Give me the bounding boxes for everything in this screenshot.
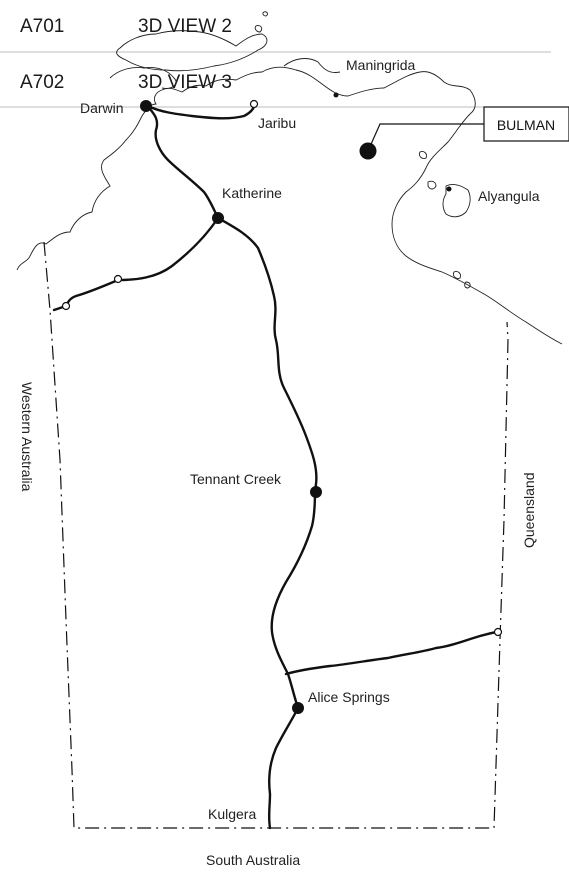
cobourg-peninsula: [109, 67, 177, 89]
maningrida-label: Maningrida: [346, 57, 415, 73]
bulman-leader-line: [367, 123, 484, 152]
road-plenty-highway: [284, 630, 500, 676]
victoria-junction-marker[interactable]: [113, 274, 123, 284]
alyangula-marker[interactable]: [446, 186, 452, 192]
arnhem-coast: [283, 58, 341, 73]
tennant-creek-label: Tennant Creek: [190, 471, 282, 487]
katherine-marker[interactable]: [212, 212, 224, 224]
coastline: [16, 66, 563, 345]
queensland-label: Queensland: [521, 472, 537, 548]
island: [453, 271, 461, 279]
south-australia-label: South Australia: [206, 852, 300, 868]
alice-springs-marker[interactable]: [292, 702, 304, 714]
bulman-callout-box[interactable]: [483, 106, 569, 142]
alyangula-label: Alyangula: [478, 188, 540, 204]
jaribu-marker[interactable]: [249, 99, 259, 109]
island: [464, 281, 471, 289]
western-australia-label: Western Australia: [19, 382, 35, 492]
tiwi-islands: [116, 30, 268, 72]
tennant-creek-marker[interactable]: [310, 486, 322, 498]
road-victoria-highway: [52, 216, 220, 312]
sheet-view-a701[interactable]: 3D VIEW 2: [138, 16, 232, 37]
alice-springs-label: Alice Springs: [308, 689, 390, 705]
maningrida-marker[interactable]: [333, 92, 339, 98]
island: [254, 25, 263, 33]
sheet-view-a702[interactable]: 3D VIEW 3: [138, 72, 232, 93]
jaribu-label: Jaribu: [258, 115, 296, 131]
island: [262, 11, 268, 17]
kulgera-label: Kulgera: [208, 806, 256, 822]
sheet-code-a701[interactable]: A701: [20, 16, 64, 37]
darwin-label: Darwin: [80, 100, 124, 116]
border-crossing-marker[interactable]: [61, 301, 71, 311]
groote-eylandt: [442, 183, 471, 218]
state-border: [43, 241, 509, 829]
road-jaribu: [146, 100, 256, 120]
darwin-marker[interactable]: [140, 100, 152, 112]
island: [419, 151, 427, 159]
island: [427, 180, 437, 190]
queensland-crossing-marker[interactable]: [493, 627, 503, 637]
katherine-label: Katherine: [222, 185, 282, 201]
sheet-code-a702[interactable]: A702: [20, 72, 64, 93]
bulman-callout-label: BULMAN: [497, 117, 555, 133]
road-stuart-highway: [144, 102, 318, 830]
